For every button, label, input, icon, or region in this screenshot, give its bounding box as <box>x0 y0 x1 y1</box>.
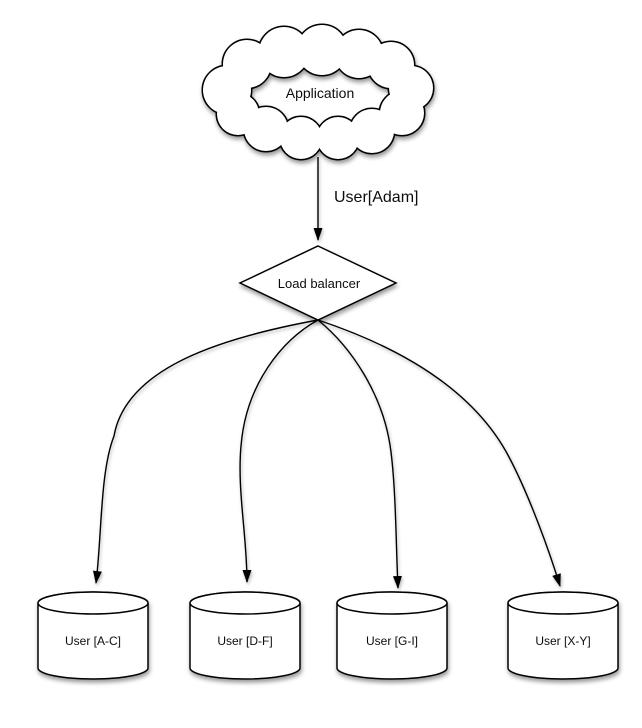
edge-lb-to-shard-2 <box>239 319 319 583</box>
shard-node-1: User [A-C] <box>37 591 149 680</box>
application-cloud-node: Application <box>201 23 435 161</box>
application-label: Application <box>286 85 355 101</box>
edge-lb-to-shard-3 <box>317 319 402 589</box>
shard-node-3: User [G-I] <box>336 591 448 680</box>
load-balancer-label: Load balancer <box>278 276 361 291</box>
shard-node-4: User [X-Y] <box>507 591 619 680</box>
shard-label-1: User [A-C] <box>65 634 121 648</box>
shard-label-2: User [D-F] <box>217 634 272 648</box>
edge-label-user-adam: User[Adam] <box>334 189 418 206</box>
load-balancer-node: Load balancer <box>238 245 398 321</box>
edge-lb-to-shard-4 <box>317 319 561 587</box>
shard-label-3: User [G-I] <box>366 634 418 648</box>
shard-label-4: User [X-Y] <box>535 634 590 648</box>
diagram-edges <box>92 157 561 589</box>
diamond-shape <box>238 245 398 321</box>
edge-lb-to-shard-1 <box>92 319 319 584</box>
shard-node-2: User [D-F] <box>189 591 301 680</box>
